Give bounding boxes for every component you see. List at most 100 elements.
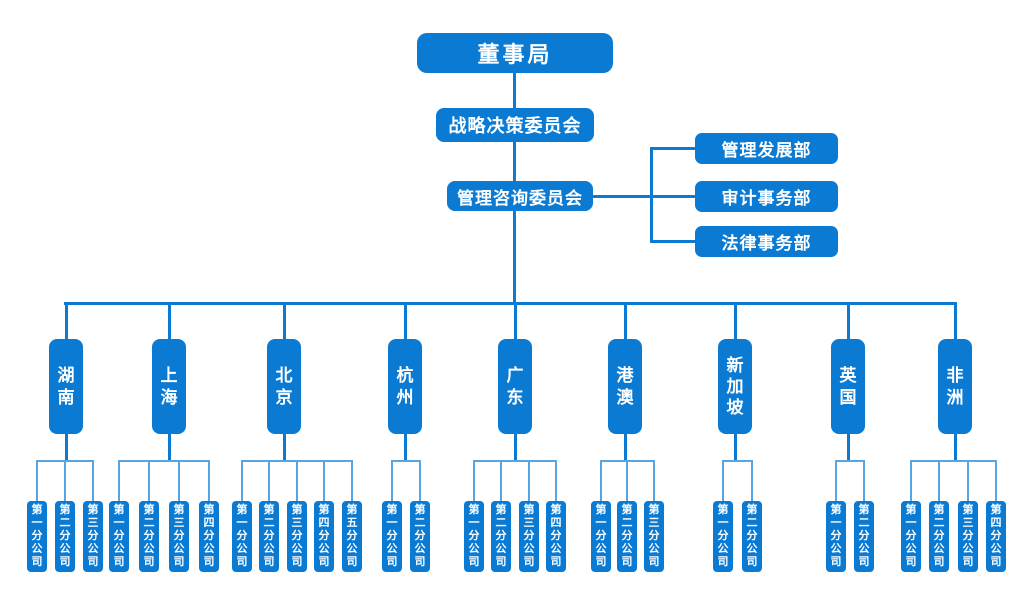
connector-branch-drop-hunan-3 — [92, 460, 94, 501]
connector-branch-drop-singapore-2 — [751, 460, 753, 501]
node-board-of-directors: 董事局 — [417, 33, 613, 73]
connector-branch-drop-guangdong-2 — [500, 460, 502, 501]
branch-box-hongkong-macau-3: 第三分公司 — [644, 501, 664, 572]
branch-box-beijing-4: 第四分公司 — [314, 501, 334, 572]
connector-bracket-to-dept1 — [650, 147, 695, 150]
connector-branch-drop-hongkong-macau-3 — [653, 460, 655, 501]
branch-box-singapore-1: 第一分公司 — [713, 501, 733, 572]
connector-drop-africa — [954, 302, 957, 339]
node-legal-affairs-dept: 法律事务部 — [695, 226, 838, 257]
connector-drop-singapore — [734, 302, 737, 339]
connector-drop-uk — [847, 302, 850, 339]
branch-box-hongkong-macau-2: 第二分公司 — [617, 501, 637, 572]
branch-box-beijing-3: 第三分公司 — [287, 501, 307, 572]
connector-branch-drop-shanghai-3 — [178, 460, 180, 501]
region-box-africa: 非洲 — [938, 339, 972, 434]
connector-branch-drop-singapore-1 — [722, 460, 724, 501]
connector-branch-drop-hongkong-macau-2 — [626, 460, 628, 501]
branch-box-hongkong-macau-1: 第一分公司 — [591, 501, 611, 572]
branch-box-beijing-5: 第五分公司 — [342, 501, 362, 572]
connector-branch-drop-beijing-2 — [268, 460, 270, 501]
connector-drop-shanghai — [168, 302, 171, 339]
connector-stub-uk — [847, 434, 850, 462]
connector-drop-hongkong-macau — [624, 302, 627, 339]
branch-box-uk-2: 第二分公司 — [854, 501, 874, 572]
connector-root-to-committee1 — [513, 73, 516, 108]
connector-drop-beijing — [283, 302, 286, 339]
connector-branch-drop-uk-1 — [835, 460, 837, 501]
connector-drop-hunan — [65, 302, 68, 339]
region-box-uk: 英国 — [831, 339, 865, 434]
connector-committee1-to-committee2 — [513, 142, 516, 181]
connector-branch-drop-africa-2 — [938, 460, 940, 501]
connector-branch-drop-hongkong-macau-1 — [600, 460, 602, 501]
branch-box-guangdong-4: 第四分公司 — [546, 501, 566, 572]
connector-branch-drop-africa-4 — [995, 460, 997, 501]
connector-group-line-africa — [910, 460, 997, 462]
connector-branch-drop-beijing-4 — [323, 460, 325, 501]
connector-group-line-shanghai — [118, 460, 210, 462]
branch-box-shanghai-4: 第四分公司 — [199, 501, 219, 572]
connector-stub-hangzhou — [404, 434, 407, 462]
connector-committee2-to-distribution — [513, 211, 516, 305]
connector-branch-drop-beijing-3 — [296, 460, 298, 501]
branch-box-shanghai-2: 第二分公司 — [139, 501, 159, 572]
connector-group-line-singapore — [722, 460, 753, 462]
branch-box-guangdong-2: 第二分公司 — [491, 501, 511, 572]
connector-branch-drop-hangzhou-2 — [419, 460, 421, 501]
connector-distribution-line — [64, 302, 957, 305]
connector-group-line-guangdong — [473, 460, 557, 462]
connector-stub-africa — [954, 434, 957, 462]
branch-box-singapore-2: 第二分公司 — [742, 501, 762, 572]
connector-stub-hongkong-macau — [624, 434, 627, 462]
connector-branch-drop-shanghai-2 — [148, 460, 150, 501]
branch-box-hunan-2: 第二分公司 — [55, 501, 75, 572]
connector-stub-shanghai — [168, 434, 171, 462]
region-box-hangzhou: 杭州 — [388, 339, 422, 434]
region-box-hunan: 湖南 — [49, 339, 83, 434]
connector-stub-beijing — [283, 434, 286, 462]
connector-bracket-to-dept3 — [650, 240, 695, 243]
region-box-hongkong-macau: 港澳 — [608, 339, 642, 434]
region-box-guangdong: 广东 — [498, 339, 532, 434]
region-box-shanghai: 上海 — [152, 339, 186, 434]
node-management-development-dept: 管理发展部 — [695, 133, 838, 164]
connector-branch-drop-uk-2 — [863, 460, 865, 501]
branch-box-guangdong-1: 第一分公司 — [464, 501, 484, 572]
branch-box-shanghai-3: 第三分公司 — [169, 501, 189, 572]
connector-branch-drop-guangdong-4 — [555, 460, 557, 501]
node-strategy-decision-committee: 战略决策委员会 — [436, 108, 594, 142]
connector-group-line-hangzhou — [391, 460, 421, 462]
branch-box-hunan-1: 第一分公司 — [27, 501, 47, 572]
branch-box-africa-3: 第三分公司 — [958, 501, 978, 572]
connector-bracket-to-dept2 — [650, 195, 695, 198]
connector-branch-drop-hunan-1 — [36, 460, 38, 501]
branch-box-uk-1: 第一分公司 — [826, 501, 846, 572]
branch-box-beijing-2: 第二分公司 — [259, 501, 279, 572]
connector-branch-drop-guangdong-1 — [473, 460, 475, 501]
connector-branch-drop-hangzhou-1 — [391, 460, 393, 501]
branch-box-africa-2: 第二分公司 — [929, 501, 949, 572]
branch-box-guangdong-3: 第三分公司 — [519, 501, 539, 572]
connector-branch-drop-hunan-2 — [64, 460, 66, 501]
connector-branch-drop-shanghai-4 — [208, 460, 210, 501]
branch-box-hangzhou-2: 第二分公司 — [410, 501, 430, 572]
connector-group-line-uk — [835, 460, 865, 462]
region-box-singapore: 新加坡 — [718, 339, 752, 434]
connector-stub-guangdong — [514, 434, 517, 462]
connector-committee2-to-bracket — [592, 195, 652, 198]
connector-stub-singapore — [734, 434, 737, 462]
branch-box-shanghai-1: 第一分公司 — [109, 501, 129, 572]
branch-box-africa-4: 第四分公司 — [986, 501, 1006, 572]
node-management-consulting-committee: 管理咨询委员会 — [447, 181, 593, 211]
branch-box-hunan-3: 第三分公司 — [83, 501, 103, 572]
branch-box-africa-1: 第一分公司 — [901, 501, 921, 572]
node-audit-affairs-dept: 审计事务部 — [695, 181, 838, 212]
connector-stub-hunan — [65, 434, 68, 462]
connector-drop-hangzhou — [404, 302, 407, 339]
connector-branch-drop-africa-3 — [967, 460, 969, 501]
connector-branch-drop-africa-1 — [910, 460, 912, 501]
connector-drop-guangdong — [514, 302, 517, 339]
connector-branch-drop-shanghai-1 — [118, 460, 120, 501]
region-box-beijing: 北京 — [267, 339, 301, 434]
